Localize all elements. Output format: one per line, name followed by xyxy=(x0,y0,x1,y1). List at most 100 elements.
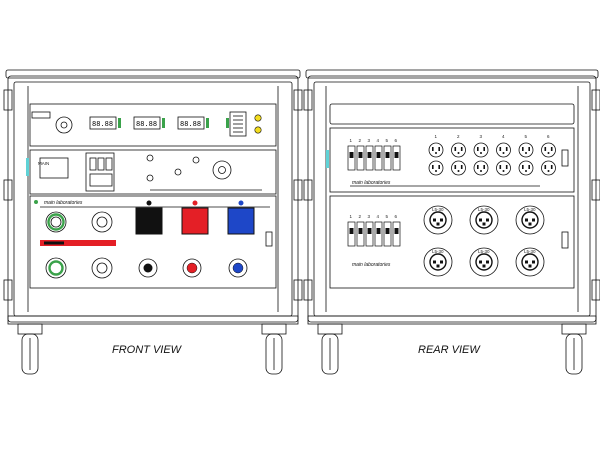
front-connector-bottom-3 xyxy=(138,258,158,278)
main-breaker xyxy=(85,152,115,192)
front-connector-bottom-5-core xyxy=(232,262,244,274)
rear-twistlock-blade xyxy=(440,260,443,264)
front-connector-bottom-1-ring xyxy=(48,260,64,276)
yellow-indicator-2 xyxy=(254,126,262,134)
rear-outlet-5-top-icon xyxy=(518,142,534,158)
front-logo-large-core xyxy=(218,166,226,174)
front-top-rail xyxy=(5,69,301,79)
front-meter-3 xyxy=(177,116,205,130)
yellow-indicator-1 xyxy=(254,114,262,122)
front-panel-label: MAIN xyxy=(38,161,49,166)
front-connector-bottom-1 xyxy=(45,257,67,279)
rear-outlet-ground xyxy=(435,152,437,154)
rear-twistlock-blade xyxy=(479,218,482,222)
rear-outlet-slot xyxy=(432,165,434,169)
rear-twistlock-2-face xyxy=(475,211,493,229)
rear-twistlock-5-icon xyxy=(469,247,499,277)
rear-twistlock-6-icon xyxy=(515,247,545,277)
meter-3-status xyxy=(206,118,209,128)
rear-outlet-slot xyxy=(454,147,457,151)
rear-breaker-number-bottom: 4 xyxy=(377,214,380,219)
front-connector-top-2 xyxy=(91,211,113,233)
rear-outlet-number: 5 xyxy=(525,134,528,139)
rear-outlet-slot xyxy=(522,165,524,169)
front-connector-top-1-ring xyxy=(47,213,65,231)
front-connector-bottom-4-core xyxy=(186,262,198,274)
front-base xyxy=(7,315,299,325)
rear-corner-mr xyxy=(591,179,600,201)
rear-outlet-slot xyxy=(477,147,479,151)
rear-breaker-bottom-handle-3 xyxy=(367,228,372,234)
rear-outlet-5-bottom-icon xyxy=(518,160,534,176)
rear-breaker-bottom-2 xyxy=(356,221,365,247)
rear-outlet-slot xyxy=(544,165,547,169)
front-screw-2 xyxy=(146,174,154,182)
bargraph-status xyxy=(226,118,229,128)
front-red-label-strip xyxy=(40,240,116,246)
rear-breaker-top-handle-6 xyxy=(394,152,399,158)
rear-outlet-latch xyxy=(561,149,569,167)
rear-breaker-top-handle-5 xyxy=(385,152,390,158)
rear-breaker-number-top: 3 xyxy=(368,138,371,143)
meter-2-status xyxy=(162,118,165,128)
rear-unit xyxy=(303,69,600,323)
front-brand-text: main laboratories xyxy=(44,200,83,206)
front-meter-panel xyxy=(29,103,277,147)
front-block-black xyxy=(135,207,163,235)
rear-breaker-number-bottom: 5 xyxy=(386,214,389,219)
meter-1-digits: 88.88 xyxy=(92,120,113,128)
rear-twistlock-2-icon xyxy=(469,205,499,235)
rear-outlet-ground xyxy=(457,152,460,154)
rear-outlet-2-bottom-icon xyxy=(451,160,466,176)
rear-breaker-bottom-5 xyxy=(383,221,392,247)
front-logo-icon xyxy=(55,116,73,134)
front-corner-ml xyxy=(3,179,13,201)
rear-outlet-slot xyxy=(544,147,547,151)
rear-breaker-number-top: 1 xyxy=(350,138,353,143)
front-screw-1 xyxy=(146,154,154,162)
rear-breaker-number-bottom: 3 xyxy=(368,214,371,219)
front-caster-mount-left xyxy=(17,323,43,335)
rear-outlet-ground xyxy=(480,170,482,172)
rear-outlet-slot xyxy=(483,165,485,169)
front-corner-tr xyxy=(293,89,303,111)
rear-outlet-slot xyxy=(432,147,434,151)
rear-outlet-ground xyxy=(435,170,437,172)
front-corner-tl xyxy=(3,89,13,111)
rear-breaker-number-top: 6 xyxy=(395,138,398,143)
rear-outlet-slot xyxy=(477,165,479,169)
meter-3-digits: 88.88 xyxy=(180,120,201,128)
rear-breaker-top-1 xyxy=(347,145,356,171)
rear-outlet-slot xyxy=(438,147,440,151)
rear-brand-text-bottom: main laboratories xyxy=(352,262,391,268)
rear-outlet-4-top-icon xyxy=(496,142,511,158)
rear-cyan-strip xyxy=(326,150,329,168)
rear-outlet-slot xyxy=(499,165,502,169)
rear-outlet-ground xyxy=(525,152,527,154)
rear-outlet-slot xyxy=(528,147,530,151)
rear-corner-br xyxy=(591,279,600,301)
rear-brand-text-top: main laboratories xyxy=(352,180,391,186)
rear-outlet-2-top-icon xyxy=(451,142,466,158)
rear-breaker-top-5 xyxy=(383,145,392,171)
rear-case-inner xyxy=(313,81,591,317)
front-corner-bl xyxy=(3,279,13,301)
rear-breaker-top-handle-2 xyxy=(358,152,363,158)
rear-outlet-number: 2 xyxy=(457,134,460,139)
rear-caster-mount-left xyxy=(317,323,343,335)
rear-outlet-1-top-icon xyxy=(428,142,444,158)
rear-twistlock-blade xyxy=(528,264,532,268)
meter-1-status xyxy=(118,118,121,128)
rear-twistlock-4-face xyxy=(429,253,447,271)
rear-view-caption: REAR VIEW xyxy=(418,344,481,356)
front-warning-label xyxy=(39,157,69,179)
front-bargraph xyxy=(229,111,247,137)
rear-breaker-number-top: 2 xyxy=(359,138,362,143)
front-led-red xyxy=(192,200,198,206)
front-logo-large-icon xyxy=(212,160,232,180)
rear-outlet-ground xyxy=(457,170,460,172)
front-case xyxy=(7,75,299,323)
